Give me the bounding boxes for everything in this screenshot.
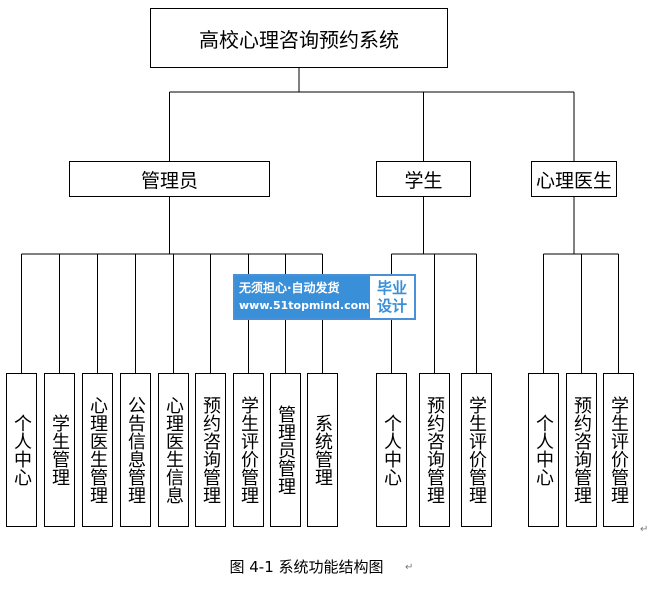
watermark-badge: 毕业 设计 — [370, 276, 414, 318]
leaf-node: 心理医生信息 — [158, 373, 189, 527]
watermark-banner: 无须担心·自动发货 www.51topmind.com 毕业 设计 — [233, 274, 416, 320]
leaf-node: 预约咨询管理 — [566, 373, 597, 527]
leaf-node: 心理医生管理 — [82, 373, 113, 527]
watermark-badge-line-1: 毕业 — [376, 279, 407, 297]
branch-node: 学生 — [376, 161, 471, 197]
leaf-node: 个人中心 — [6, 373, 37, 527]
watermark-text: 无须担心·自动发货 www.51topmind.com — [235, 276, 370, 318]
diagram-paragraph-mark: ↵ — [640, 524, 649, 535]
leaf-node: 公告信息管理 — [120, 373, 151, 527]
branch-node: 心理医生 — [531, 161, 617, 197]
leaf-node: 个人中心 — [528, 373, 559, 527]
leaf-node: 预约咨询管理 — [419, 373, 450, 527]
watermark-line-2: www.51topmind.com — [239, 299, 370, 312]
branch-node: 管理员 — [69, 161, 270, 197]
caption-paragraph-mark: ↵ — [405, 562, 414, 573]
leaf-node: 管理员管理 — [270, 373, 301, 527]
watermark-line-1: 无须担心·自动发货 — [239, 281, 340, 295]
leaf-node: 预约咨询管理 — [195, 373, 226, 527]
leaf-node: 学生评价管理 — [461, 373, 492, 527]
leaf-node: 系统管理 — [307, 373, 338, 527]
leaf-node: 学生管理 — [44, 373, 75, 527]
watermark-badge-line-2: 设计 — [376, 297, 407, 315]
leaf-node: 学生评价管理 — [233, 373, 264, 527]
root-node: 高校心理咨询预约系统 — [150, 8, 448, 68]
leaf-node: 学生评价管理 — [603, 373, 634, 527]
figure-caption: 图 4-1 系统功能结构图 — [229, 558, 384, 576]
leaf-node: 个人中心 — [376, 373, 407, 527]
